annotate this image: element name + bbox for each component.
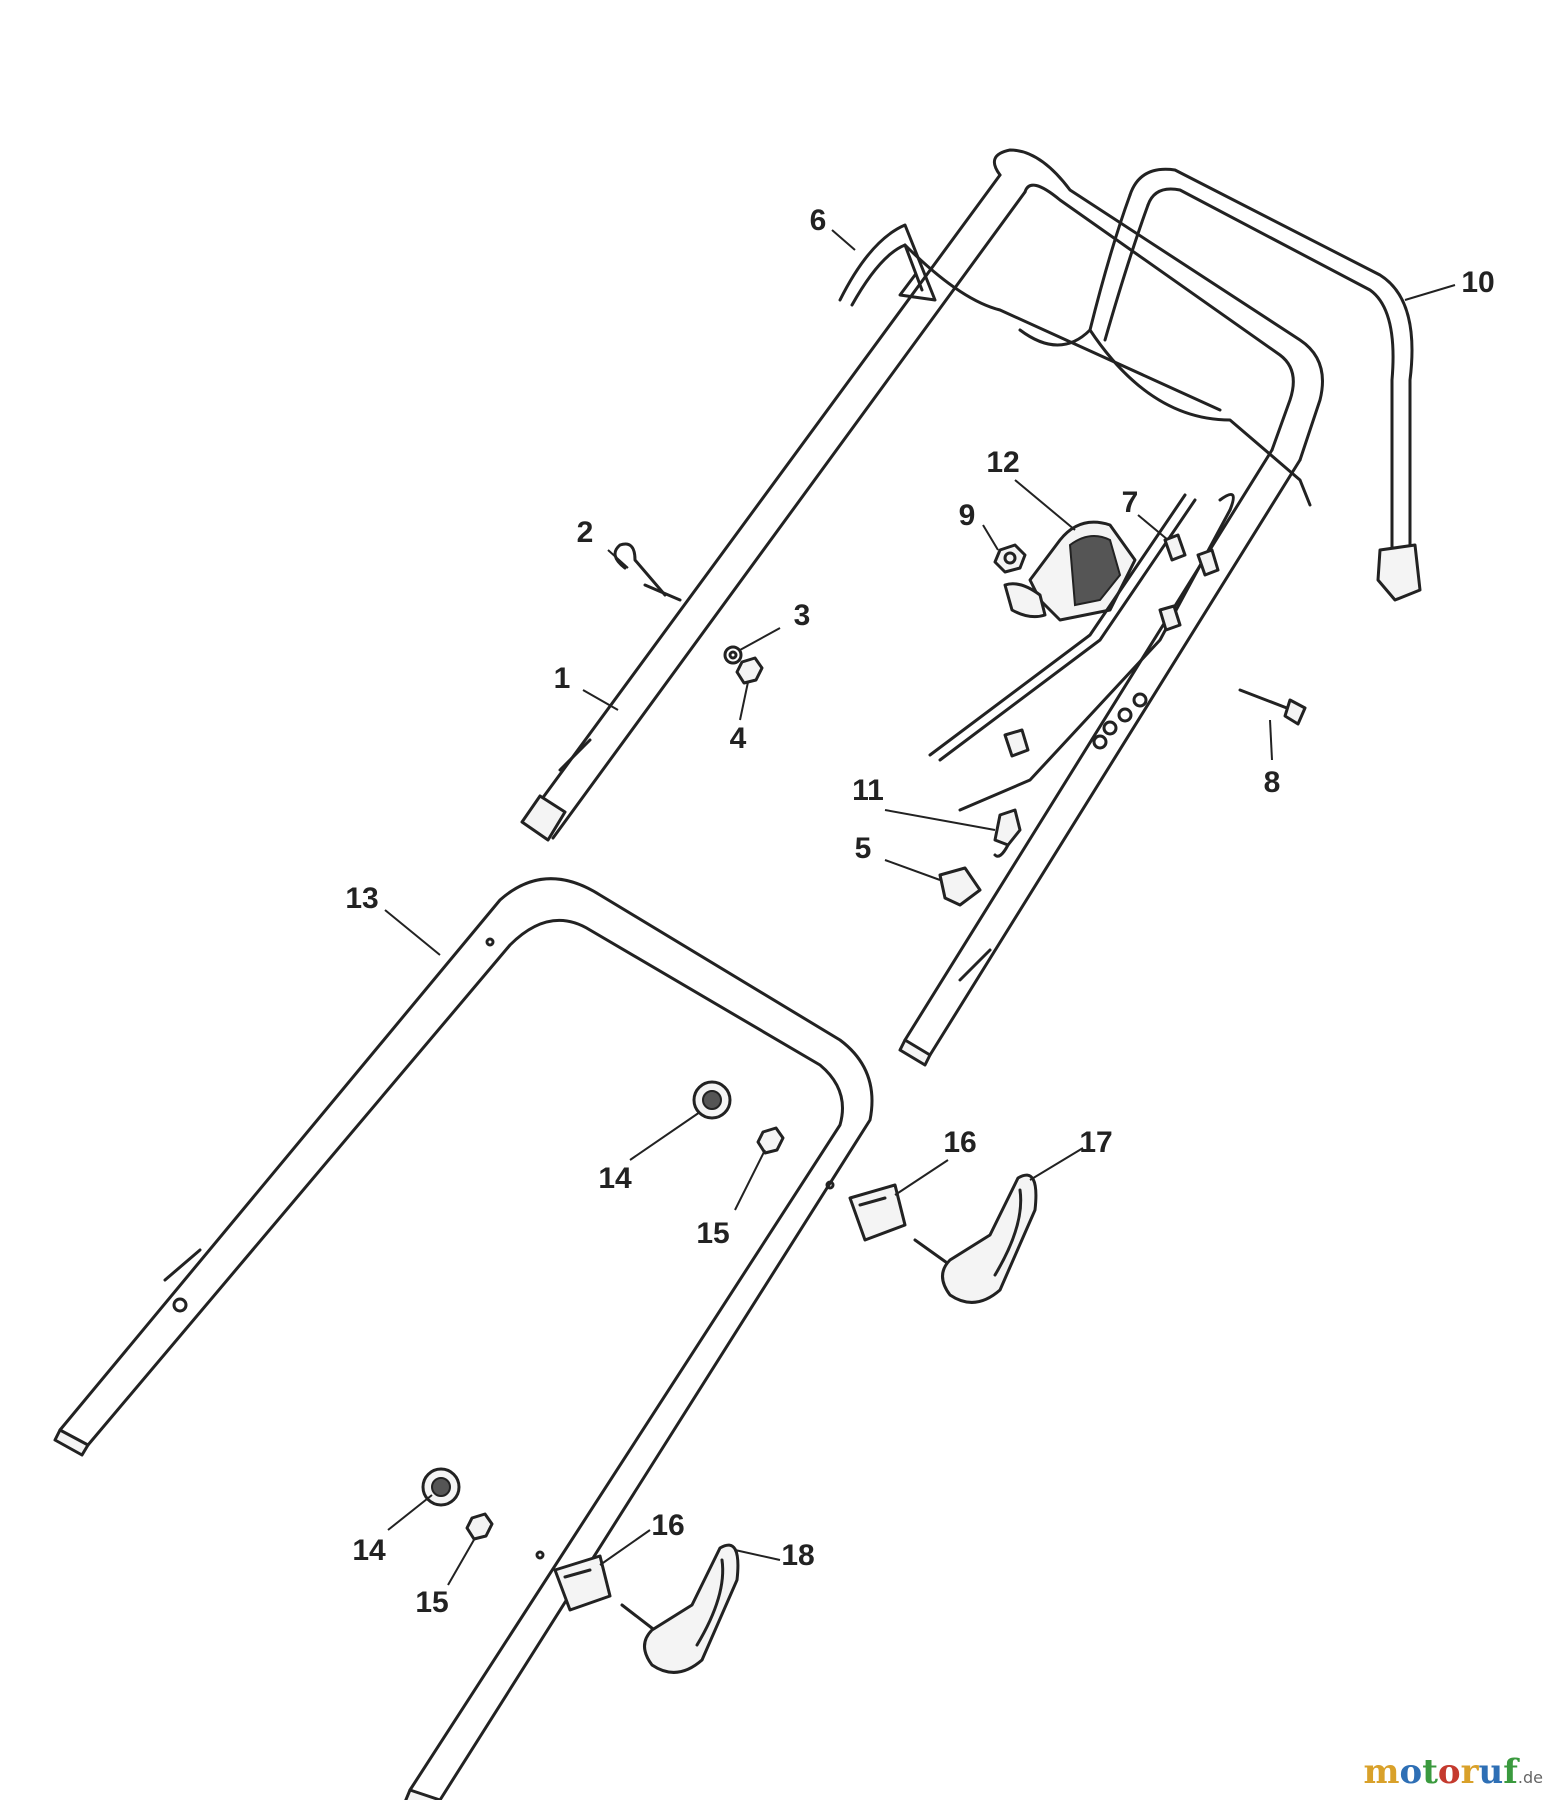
spacer-block-16-upper bbox=[848, 1183, 907, 1242]
hook-2 bbox=[613, 542, 682, 602]
callout-16-upper: 16 bbox=[943, 1126, 976, 1159]
knob-nut-14-upper bbox=[692, 1080, 732, 1120]
cable-guide bbox=[838, 223, 1222, 412]
knob-nut-14-lower bbox=[421, 1467, 461, 1507]
callouts: 1 2 3 4 5 6 7 8 9 10 11 12 13 14 14 15 1… bbox=[345, 204, 1494, 1619]
callout-12: 12 bbox=[986, 446, 1019, 479]
nut-9 bbox=[993, 543, 1027, 574]
callout-5: 5 bbox=[855, 832, 872, 865]
callout-2: 2 bbox=[577, 516, 594, 549]
callout-13: 13 bbox=[345, 882, 378, 915]
callout-4: 4 bbox=[730, 722, 747, 755]
callout-14-lower: 14 bbox=[352, 1534, 386, 1567]
callout-6: 6 bbox=[810, 204, 827, 237]
watermark-logo: motoruf.de bbox=[1363, 1752, 1543, 1792]
callout-16-lower: 16 bbox=[651, 1509, 684, 1542]
lower-handle bbox=[53, 877, 874, 1800]
washers bbox=[1092, 692, 1148, 750]
handle-knob-17 bbox=[913, 1173, 1038, 1304]
bail-lever bbox=[1018, 167, 1422, 602]
spacer-block-16-lower bbox=[553, 1554, 612, 1612]
leader-lines bbox=[384, 229, 1456, 1586]
callout-18: 18 bbox=[781, 1539, 814, 1572]
control-housing bbox=[1003, 520, 1137, 622]
callout-17: 17 bbox=[1079, 1126, 1112, 1159]
callout-1: 1 bbox=[554, 662, 571, 695]
nut-15-upper bbox=[756, 1126, 785, 1155]
callout-15-upper: 15 bbox=[696, 1217, 729, 1250]
callout-11: 11 bbox=[852, 774, 884, 807]
watermark-tld: .de bbox=[1517, 1768, 1543, 1787]
callout-9: 9 bbox=[959, 499, 976, 532]
washer-3 bbox=[723, 645, 743, 665]
cable-clip-5 bbox=[938, 866, 982, 907]
callout-15-lower: 15 bbox=[415, 1586, 448, 1619]
callout-7: 7 bbox=[1122, 486, 1139, 519]
callout-3: 3 bbox=[794, 599, 811, 632]
callout-14-upper: 14 bbox=[598, 1162, 632, 1195]
callout-10: 10 bbox=[1461, 266, 1494, 299]
control-cables bbox=[928, 492, 1235, 812]
bolt-8 bbox=[1238, 688, 1307, 726]
handle-knob-18 bbox=[620, 1543, 740, 1674]
callout-8: 8 bbox=[1264, 766, 1281, 799]
cable-end-11 bbox=[993, 808, 1022, 858]
nut-15-lower bbox=[465, 1512, 494, 1541]
nut-4 bbox=[735, 656, 764, 685]
